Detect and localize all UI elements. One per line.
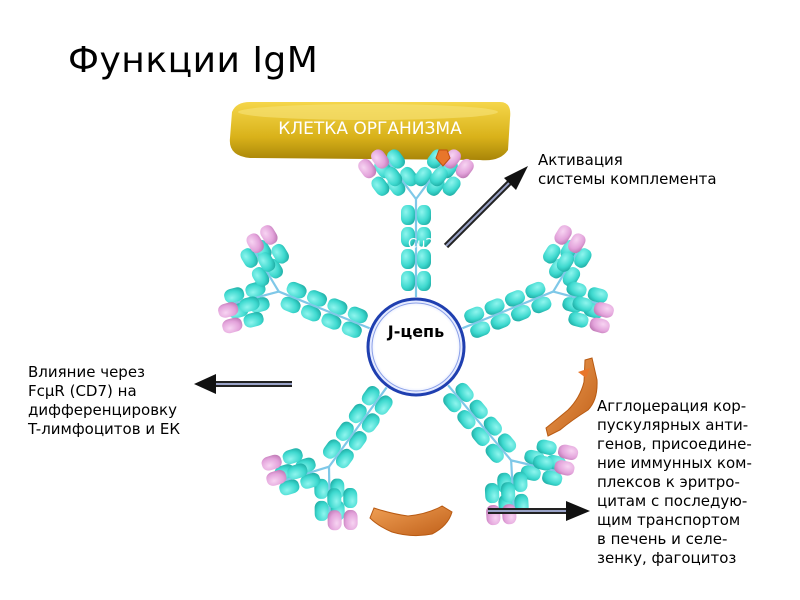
- heavy-chain-domain: [401, 249, 431, 269]
- antigen-bottom: [369, 505, 453, 537]
- heavy-chain-domain: [257, 243, 289, 272]
- heavy-chain-domain: [504, 290, 532, 322]
- activation-line: Активация: [538, 151, 623, 169]
- heavy-chain-domain: [532, 439, 557, 471]
- heavy-chain-domain: [327, 488, 358, 509]
- heavy-chain-domain: [371, 166, 403, 196]
- antigen-top: [435, 149, 451, 167]
- light-chain-domain: [246, 225, 278, 254]
- influence-line: Влияние через: [28, 363, 146, 381]
- heavy-chain-domain: [251, 258, 283, 287]
- agglomeration-line: плексов к эритро-: [597, 473, 740, 491]
- influence-line: T-лимфоцитов и ЕК: [28, 420, 180, 438]
- light-chain-domain: [554, 444, 579, 476]
- light-chain-domain: [261, 454, 287, 486]
- organism-cell: КЛЕТКА ОРГАНИЗМА: [229, 102, 511, 161]
- heavy-chain-domain: [401, 271, 431, 291]
- light-chain-domain: [358, 149, 389, 179]
- heavy-chain-domain: [280, 281, 307, 314]
- light-chain-domain: [554, 225, 586, 254]
- influence-line: дифференцировку: [28, 401, 177, 419]
- heavy-chain-domain: [484, 482, 516, 504]
- agglomeration-line: в печень и селе-: [597, 530, 728, 548]
- influence-arrow: [194, 374, 292, 394]
- heavy-chain-domain: [335, 421, 367, 451]
- domain-label: Cμ2: [408, 237, 434, 252]
- agglomeration-line: генов, присоедине-: [597, 435, 752, 453]
- heavy-chain-domain: [401, 227, 431, 247]
- agglomeration-line: зенку, фагоцитоз: [597, 549, 737, 567]
- agglomeration-line: цитам с последую-: [597, 492, 748, 510]
- activation-line: системы комплемента: [538, 170, 717, 188]
- activation-arrow: [443, 166, 528, 249]
- light-chain-domain: [327, 509, 358, 531]
- heavy-chain-domain: [457, 399, 488, 430]
- heavy-chain-domain: [361, 386, 393, 415]
- light-chain-domain: [218, 302, 243, 334]
- immunoglobulin-domains: [218, 149, 614, 531]
- heavy-chain-domain: [568, 296, 593, 328]
- heavy-chain-domain: [282, 448, 308, 480]
- heavy-chain-domain: [300, 290, 328, 322]
- heavy-chain-domain: [323, 439, 354, 469]
- j-chain: J-цепь: [366, 297, 466, 397]
- heavy-chain-domain: [321, 298, 348, 330]
- heavy-chain-domain: [525, 281, 552, 314]
- agglomeration-arrow: [488, 501, 590, 521]
- heavy-chain-domain: [239, 296, 264, 328]
- agglomeration-line: ние иммунных ком-: [597, 454, 752, 472]
- agglomeration-line: щим транспортом: [597, 511, 741, 529]
- heavy-chain-domain: [348, 403, 380, 433]
- heavy-chain-domain: [471, 416, 502, 446]
- activation-text: Активация системы комплемента: [538, 151, 738, 189]
- agglomeration-line: пускулярных анти-: [597, 416, 749, 434]
- influence-line: FcμR (CD7) на: [28, 382, 137, 400]
- heavy-chain-domain: [484, 298, 511, 330]
- heavy-chain-domain: [429, 166, 461, 196]
- antigen-right: [545, 357, 598, 437]
- agglomeration-text: Агглομерация кор- пускулярных анти- гено…: [597, 397, 759, 568]
- page-title: Функции IgM: [68, 40, 319, 81]
- heavy-chain-domain: [401, 205, 431, 225]
- j-chain-label: J-цепь: [387, 322, 444, 341]
- heavy-chain-domain: [341, 306, 368, 338]
- light-chain-domain: [589, 302, 614, 334]
- heavy-chain-domain: [464, 306, 491, 338]
- influence-text: Влияние через FcμR (CD7) на дифференциро…: [28, 363, 208, 439]
- heavy-chain-domain: [543, 243, 575, 272]
- heavy-chain-domain: [443, 382, 474, 413]
- agglomeration-line: Агглομерация кор-: [597, 397, 747, 415]
- heavy-chain-domain: [485, 433, 517, 463]
- cell-label: КЛЕТКА ОРГАНИЗМА: [278, 119, 462, 139]
